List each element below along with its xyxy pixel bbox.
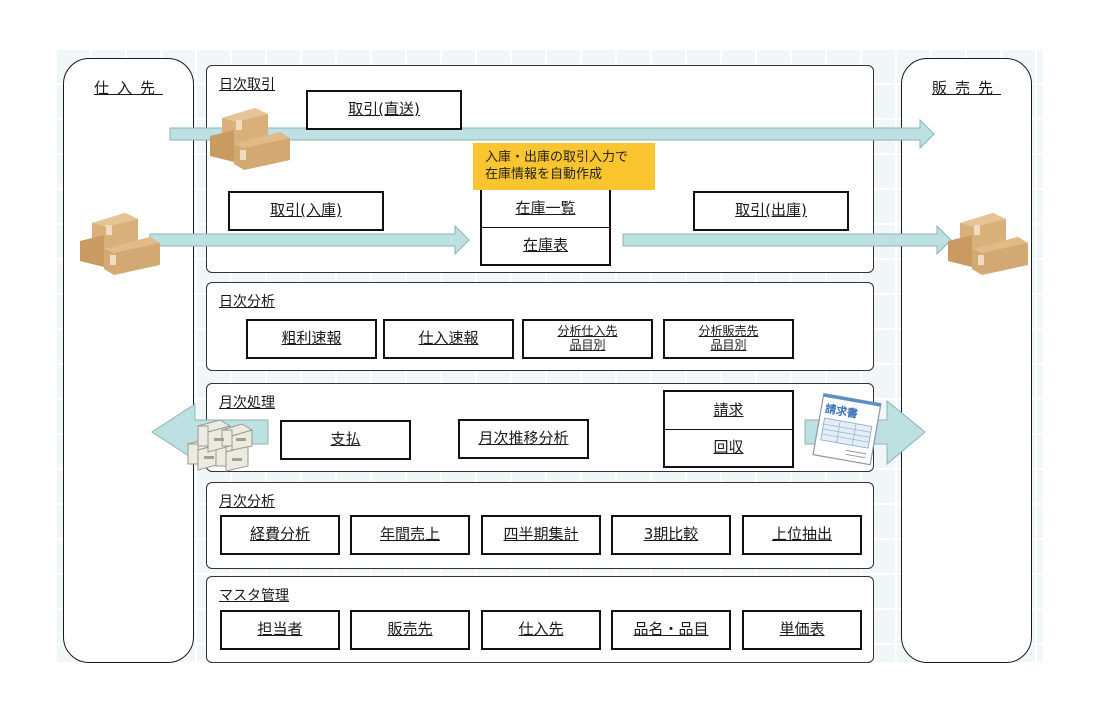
expense-analysis-button[interactable]: 経費分析 <box>220 515 340 555</box>
supplier-master-button[interactable]: 仕入先 <box>481 610 601 650</box>
monthly-trend-analysis-button[interactable]: 月次推移分析 <box>458 419 589 459</box>
customer-item-analysis-line1: 分析販売先 <box>698 324 759 339</box>
payment-button[interactable]: 支払 <box>280 420 411 460</box>
supplier-item-analysis-line2: 品目別 <box>569 338 606 352</box>
direct-transaction-button[interactable]: 取引(直送) <box>306 90 462 130</box>
invoice-icon-text: 請求書 <box>824 401 859 421</box>
three-period-comparison-button[interactable]: 3期比較 <box>611 515 731 555</box>
inbound-flow-arrow <box>149 224 470 256</box>
direct-flow-arrow <box>169 118 935 150</box>
customer-master-button[interactable]: 販売先 <box>350 610 470 650</box>
cardboard-box-icon <box>210 108 290 170</box>
customer-item-analysis-line2: 品目別 <box>710 338 747 352</box>
gross-profit-report-button[interactable]: 粗利速報 <box>246 319 377 359</box>
supplier-item-analysis-line1: 分析仕入先 <box>557 324 618 339</box>
customer-column: 販売先 <box>901 58 1032 663</box>
supplier-column: 仕入先 <box>63 58 194 663</box>
customer-item-analysis-button[interactable]: 分析販売先 品目別 <box>663 319 794 359</box>
money-stack-icon <box>186 419 254 472</box>
purchase-report-button[interactable]: 仕入速報 <box>383 319 514 359</box>
daily-transactions-title: 日次取引 <box>219 77 275 93</box>
monthly-processing-title: 月次処理 <box>219 395 275 411</box>
supplier-item-analysis-button[interactable]: 分析仕入先 品目別 <box>522 319 653 359</box>
inbound-transaction-button[interactable]: 取引(入庫) <box>228 191 384 231</box>
monthly-analysis-title: 月次分析 <box>219 494 275 510</box>
item-master-button[interactable]: 品名・品目 <box>611 610 731 650</box>
outbound-flow-arrow <box>622 224 952 256</box>
invoice-icon: 請求書 <box>812 392 882 466</box>
master-title: マスタ管理 <box>219 588 289 604</box>
annual-sales-button[interactable]: 年間売上 <box>350 515 470 555</box>
outbound-transaction-button[interactable]: 取引(出庫) <box>693 191 849 231</box>
customer-title: 販売先 <box>931 79 1001 97</box>
inventory-list-button[interactable]: 在庫一覧 <box>480 188 611 228</box>
cardboard-box-icon <box>948 213 1028 275</box>
unit-price-table-button[interactable]: 単価表 <box>742 610 862 650</box>
inventory-table-button[interactable]: 在庫表 <box>480 227 611 266</box>
note-line-1: 入庫・出庫の取引入力で <box>485 150 629 165</box>
daily-analysis-title: 日次分析 <box>219 294 275 310</box>
billing-button[interactable]: 請求 <box>663 390 794 430</box>
note-line-2: 在庫情報を自動作成 <box>485 167 603 182</box>
supplier-title: 仕入先 <box>93 79 163 97</box>
top-extraction-button[interactable]: 上位抽出 <box>742 515 862 555</box>
collection-button[interactable]: 回収 <box>663 429 794 468</box>
inventory-auto-note: 入庫・出庫の取引入力で 在庫情報を自動作成 <box>473 143 655 190</box>
staff-master-button[interactable]: 担当者 <box>220 610 340 650</box>
quarterly-summary-button[interactable]: 四半期集計 <box>481 515 601 555</box>
cardboard-box-icon <box>80 213 160 275</box>
